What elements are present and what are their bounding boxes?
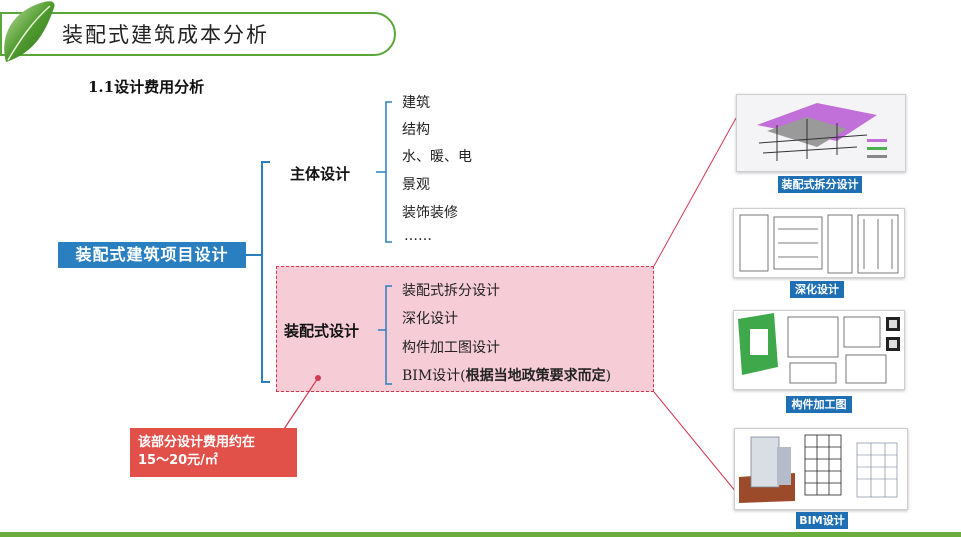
list-item-bim: BIM设计(根据当地政策要求而定)	[402, 365, 611, 385]
bottom-divider	[0, 532, 961, 537]
list-item: 装配式拆分设计	[402, 283, 500, 299]
bim-close: )	[605, 368, 612, 384]
cost-note: 该部分设计费用约在 15～20元/㎡	[130, 428, 297, 477]
thumbnail-label: BIM设计	[796, 512, 848, 529]
thumbnail-bim	[734, 428, 908, 510]
deepening-drawing-image	[734, 209, 904, 277]
root-node: 装配式建筑项目设计	[58, 242, 246, 268]
thumbnail-label: 深化设计	[790, 281, 844, 298]
cost-note-line1: 该部分设计费用约在	[138, 435, 256, 450]
list-item: 水、暖、电	[402, 149, 472, 165]
list-item: 深化设计	[402, 311, 458, 327]
thumbnail-label: 构件加工图	[786, 396, 852, 413]
branch-main-design: 主体设计	[290, 165, 351, 183]
cost-note-line2: 15～20元/㎡	[138, 453, 218, 468]
list-item: 构件加工图设计	[402, 340, 500, 356]
list-item: 结构	[402, 122, 430, 138]
title-bar	[0, 12, 396, 56]
list-item: 景观	[402, 177, 430, 193]
leaf-icon	[4, 1, 55, 62]
thumbnail-deepening	[733, 208, 905, 278]
thumbnail-label: 装配式拆分设计	[778, 176, 862, 193]
thumbnail-component	[733, 310, 905, 390]
branch-prefab-design: 装配式设计	[284, 322, 360, 340]
list-item: 装饰装修	[402, 205, 458, 221]
prefab-design-highlight	[276, 266, 654, 392]
list-item: ……	[404, 228, 432, 244]
bim-note: 根据当地政策要求而定	[465, 368, 606, 384]
component-drawing-image	[734, 311, 904, 389]
bim-label: BIM设计(	[402, 368, 466, 384]
list-item: 建筑	[402, 95, 430, 111]
3d-split-model-image	[737, 95, 905, 171]
section-heading: 1.1设计费用分析	[88, 78, 205, 96]
bim-building-image	[735, 429, 907, 509]
page-title: 装配式建筑成本分析	[62, 23, 269, 47]
thumbnail-split-design	[736, 94, 906, 172]
